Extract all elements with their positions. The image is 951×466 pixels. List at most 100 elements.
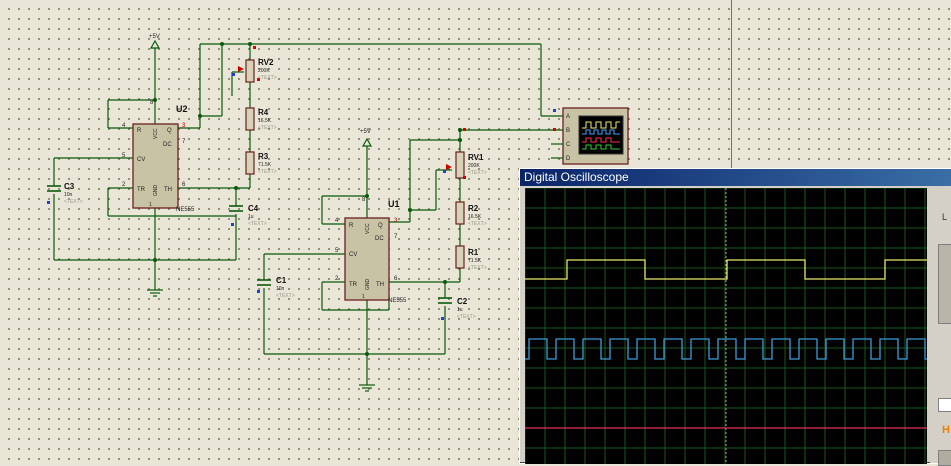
oscilloscope-screen[interactable] — [525, 188, 927, 464]
r1-text: <TEXT> — [468, 265, 487, 271]
scope-grid — [525, 188, 927, 464]
r2-ref: R2 — [468, 204, 479, 213]
u2-pin-cv: CV — [137, 157, 145, 163]
c2-text: <TEXT> — [457, 314, 476, 320]
scope-channel-b: B — [566, 128, 570, 134]
c3-ref: C3 — [64, 182, 75, 191]
u2-pin-tr: TR — [137, 187, 146, 193]
c3-value: 10n — [64, 192, 73, 198]
pin-markers — [47, 46, 556, 320]
power-label-right: +5V — [360, 129, 371, 135]
u2-pin-gnd: GND — [153, 185, 159, 197]
u1-pin-q: Q — [378, 223, 383, 229]
u1-pinnum-8: 8 — [362, 197, 366, 203]
side-panel-button[interactable] — [938, 450, 951, 466]
oscilloscope-side-panel: L H — [930, 188, 951, 466]
wiper-arrows — [238, 66, 452, 170]
chip-u1[interactable]: U1 R Q DC CV TR TH VCC GND 4 8 3 7 5 2 6… — [335, 197, 407, 304]
power-label-left: +5V — [149, 34, 160, 40]
c4-text: <TEXT> — [248, 221, 267, 227]
channel-a-position-knob[interactable] — [938, 244, 951, 324]
r2-value: 16.5K — [468, 214, 482, 220]
rv1-body[interactable] — [455, 151, 465, 179]
r3-ref: R3 — [258, 152, 269, 161]
c2-value: 1u — [457, 307, 463, 313]
power-terminal-left[interactable]: +5V — [149, 34, 161, 49]
rv1-wiper-icon — [446, 164, 452, 170]
u1-ref: U1 — [388, 199, 400, 209]
u1-pinnum-6: 6 — [394, 276, 398, 282]
c1-text: <TEXT> — [276, 293, 295, 299]
u1-pinnum-2: 2 — [335, 276, 339, 282]
u2-pinnum-7: 7 — [182, 139, 186, 145]
u1-pinnum-1: 1 — [362, 294, 365, 300]
r4-text: <TEXT> — [258, 125, 277, 131]
wires — [53, 43, 563, 385]
side-panel-top-label: L — [942, 212, 948, 222]
r4-ref: R4 — [258, 108, 269, 117]
u1-pinnum-3: 3 — [394, 218, 398, 224]
rv2-body[interactable] — [245, 59, 255, 83]
r3-body[interactable] — [245, 151, 255, 175]
u2-pin-th: TH — [164, 187, 172, 193]
rv2-value: 200K — [258, 68, 270, 74]
u1-pin-gnd: GND — [365, 279, 371, 291]
u2-part: NE555 — [176, 207, 195, 213]
c4-value: 1u — [248, 214, 254, 220]
u2-pinnum-3: 3 — [182, 123, 186, 129]
side-panel-field[interactable] — [938, 398, 951, 412]
ground-left[interactable] — [147, 289, 163, 297]
power-terminal-right[interactable]: +5V — [360, 129, 373, 147]
r3-value: 71.5K — [258, 162, 272, 168]
r2-body[interactable] — [455, 201, 465, 225]
u1-pin-th: TH — [376, 282, 384, 288]
resistor-bodies — [245, 59, 465, 269]
u1-pinnum-7: 7 — [394, 234, 398, 240]
side-panel-h-label: H — [942, 424, 950, 436]
oscilloscope-window[interactable]: Digital Oscilloscope L H — [519, 168, 951, 466]
component-refs: RV2 R4 R3 C3 C4 RV1 R2 R1 C1 C2 — [64, 58, 484, 306]
r3-text: <TEXT> — [258, 169, 277, 175]
r4-body[interactable] — [245, 107, 255, 131]
capacitor-plates — [47, 185, 452, 304]
editor-border-line — [731, 0, 732, 168]
u1-pinnum-5: 5 — [335, 248, 339, 254]
chip-u2[interactable]: U2 R Q DC CV TR TH VCC GND 4 8 3 7 5 2 6… — [122, 100, 195, 213]
c1-value: 10n — [276, 286, 285, 292]
c4-ref: C4 — [248, 204, 259, 213]
component-values: 200K 16.5K 71.5K 10n 1u 200K 16.5K 71.5K… — [64, 68, 482, 313]
u2-pinnum-1: 1 — [149, 202, 152, 208]
u2-pinnum-2: 2 — [122, 182, 126, 188]
u2-ref: U2 — [176, 104, 188, 114]
u2-pin-dc: DC — [163, 142, 172, 148]
oscilloscope-instrument[interactable]: A B C D — [551, 107, 629, 165]
r1-body[interactable] — [455, 245, 465, 269]
r1-value: 71.5K — [468, 258, 482, 264]
oscilloscope-title-bar[interactable]: Digital Oscilloscope — [520, 169, 951, 186]
u2-pin-q: Q — [167, 128, 172, 134]
u2-pinnum-5: 5 — [122, 153, 126, 159]
trace-channel-b — [525, 338, 927, 360]
junctions — [153, 42, 462, 356]
rv1-value: 200K — [468, 163, 480, 169]
u1-pin-dc: DC — [375, 236, 384, 242]
r4-value: 16.5K — [258, 118, 272, 124]
u1-pin-cv: CV — [349, 252, 357, 258]
component-text-placeholders: <TEXT> <TEXT> <TEXT> <TEXT> <TEXT> <TEXT… — [64, 75, 487, 320]
u2-pinnum-8: 8 — [150, 100, 154, 106]
u2-pinnum-4: 4 — [122, 123, 126, 129]
u2-pinnum-6: 6 — [182, 182, 186, 188]
u2-pin-r: R — [137, 128, 142, 134]
u1-pinnum-4: 4 — [335, 218, 339, 224]
rv1-ref: RV1 — [468, 153, 484, 162]
u2-pin-vcc: VCC — [153, 128, 159, 139]
c1-ref: C1 — [276, 276, 287, 285]
r1-ref: R1 — [468, 248, 479, 257]
u1-pin-r: R — [349, 223, 354, 229]
scope-channel-c: C — [566, 142, 571, 148]
rv1-text: <TEXT> — [468, 170, 487, 176]
u1-pin-tr: TR — [349, 282, 358, 288]
scope-channel-a: A — [566, 114, 570, 120]
ground-right[interactable] — [359, 384, 375, 392]
